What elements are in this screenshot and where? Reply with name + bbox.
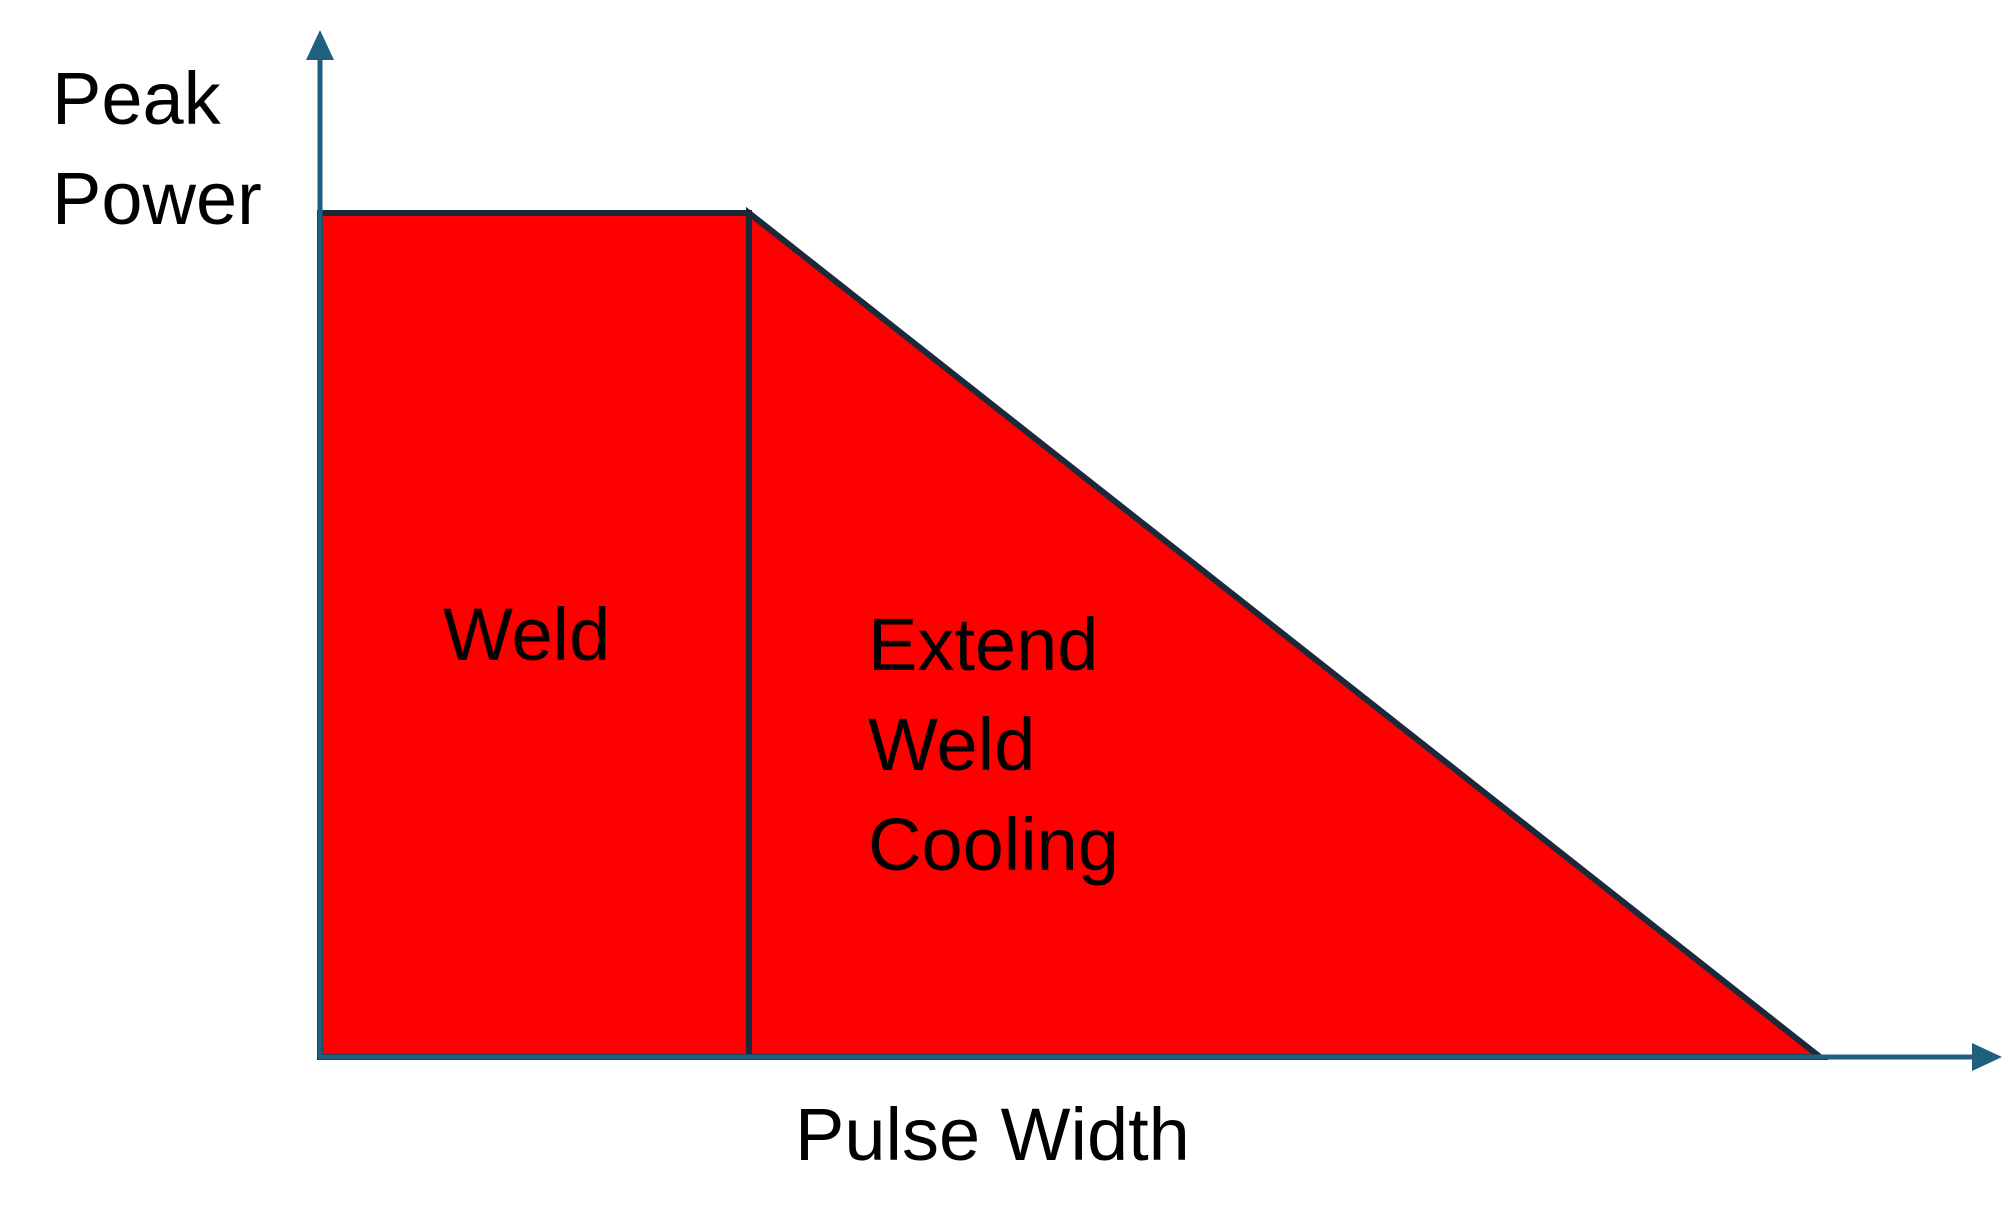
- cooling-region-label-line-2: Weld: [868, 703, 1035, 786]
- cooling-region-label-line-1: Extend: [868, 603, 1098, 686]
- x-axis-label: Pulse Width: [795, 1093, 1190, 1176]
- cooling-region-label: Extend Weld Cooling: [868, 603, 1119, 886]
- y-axis-label: Peak Power: [52, 57, 262, 240]
- y-axis-arrowhead: [306, 30, 334, 60]
- weld-region-label: Weld: [443, 593, 610, 676]
- y-axis-label-line-1: Peak: [52, 57, 222, 140]
- x-axis-arrowhead: [1972, 1043, 2002, 1071]
- weld-region-label-line-1: Weld: [443, 593, 610, 676]
- cooling-region-label-line-3: Cooling: [868, 803, 1119, 886]
- y-axis-label-line-2: Power: [52, 157, 262, 240]
